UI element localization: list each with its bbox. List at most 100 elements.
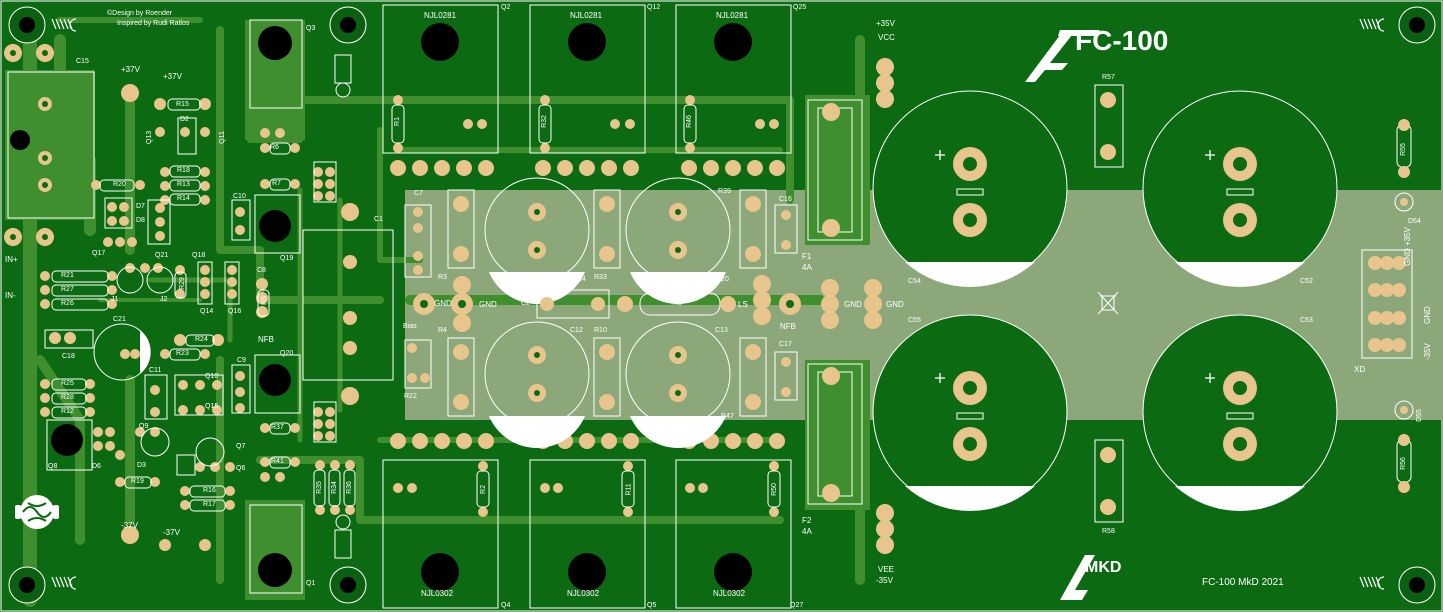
ref-r6: R6 [270,144,279,151]
mounting-holes [8,6,1436,604]
ref-d3: D3 [137,462,146,469]
medium-capacitors [484,177,731,449]
ref-r24: R24 [195,336,208,343]
ref-q27: Q27 [790,602,804,609]
ref-r37: R37 [271,424,284,431]
ref-c2: C2 [521,300,530,307]
ref-q16: Q16 [228,308,242,315]
alignment-marks [51,18,1385,590]
fc100-logo-text: FC-100 [1075,25,1168,56]
ref-r15: R15 [176,101,189,108]
vee-voltage: -35V [876,576,893,585]
ref-q9: Q9 [139,423,149,430]
ref-r58: R58 [1102,528,1115,535]
connector-label-gnd: GND [1423,306,1432,324]
footer-text: FC-100 MkD 2021 [1202,577,1284,588]
fuse-f2: F2 [802,516,812,525]
ref-q18: Q18 [192,252,206,259]
ref-r33: R33 [594,274,607,281]
bias-label: Bias [403,323,417,330]
weee-bin-icon [1097,291,1119,315]
c15-outline [7,71,95,219]
ref-q10: Q10 [205,373,219,380]
ref-r19: R19 [131,478,144,485]
input-plus-label: IN+ [5,255,18,264]
connector-id: XD [1354,365,1366,374]
ref-r27: R27 [61,286,74,293]
mkd-logo [1060,555,1095,600]
ref-q8: Q8 [48,463,58,470]
ref-c10: C10 [233,193,246,200]
ref-j2: J2 [160,296,168,303]
gnd-label-2: GND [479,300,497,309]
ref-d54: D54 [1408,218,1421,225]
ref-r47: R47 [721,413,734,420]
ref-c16: C16 [779,196,792,203]
fuse-f1-rating: 4A [802,263,812,272]
ref-q19: Q19 [280,255,294,262]
ref-c53: C53 [1300,317,1313,324]
mounting-hole-top-left [8,6,46,44]
ref-r10: R10 [594,327,607,334]
credit-line-1: ©Design by Roender [107,10,173,17]
ref-c13: C13 [715,327,728,334]
mounting-hole-bottom-left [8,566,46,604]
ref-q14: Q14 [200,308,214,315]
connector-label-gnd-35: GND +35V [1403,227,1412,266]
ref-r4: R4 [438,327,447,334]
q3-package [249,19,303,109]
reservoir-plus-marks [935,150,1215,383]
ref-r18: R18 [177,167,190,174]
ref-q11: Q11 [218,131,226,144]
ref-r39: R39 [718,188,731,195]
small-resistor-outlines [44,98,798,512]
copper-pours [5,20,870,600]
ref-r21: R21 [61,272,74,279]
reservoir-capacitors [872,90,1338,511]
gnd-label-4: GND [886,300,904,309]
ref-d6: D6 [92,463,101,470]
connector-label-neg35: -35V [1423,343,1432,360]
ref-d55: D55 [1415,409,1423,422]
ref-d7: D7 [136,203,145,210]
ref-c18: C18 [62,353,75,360]
ref-q20: Q20 [280,350,294,357]
ref-q2: Q2 [501,4,511,11]
ref-r35: R35 [315,481,323,494]
ref-c8: C8 [257,267,266,274]
ref-r20: R20 [113,181,126,188]
mkd-logo-text: MKD [1085,559,1121,576]
ref-q13: Q13 [146,130,154,145]
xd-connector-outline [1361,249,1413,359]
ref-q1: Q1 [306,580,316,587]
mounting-hole-bottom-mid-left [329,566,367,604]
fc100-logo [1025,30,1100,82]
q1-package [249,504,303,594]
ref-r28: R28 [61,394,74,401]
ref-d2: D2 [180,116,189,123]
ref-r57: R57 [1102,74,1115,81]
ref-q25: Q25 [793,4,807,11]
transistor-top-1: NJL0281 [424,11,457,20]
ref-r23: R23 [176,350,189,357]
ref-r8: R8 [673,300,682,307]
pos37-label-b: +37V [163,72,182,81]
ref-j1: J1 [111,296,119,303]
ref-r56: R56 [1399,457,1407,470]
ref-r22: R22 [404,393,417,400]
ref-r50: R50 [770,483,778,496]
ref-r5: R5 [260,296,268,305]
c14-outline [536,289,610,319]
gnd-label-3: GND [844,300,862,309]
ref-q7: Q7 [236,443,246,450]
neg37-label-b: -37V [163,528,180,537]
fuse-f2-rating: 4A [802,527,812,536]
ref-d8: D8 [136,217,145,224]
nfb-label-1: NFB [780,322,796,331]
ref-r12: R12 [61,408,74,415]
ref-r26: R26 [61,300,74,307]
emitter-resistor-blocks [447,189,767,417]
vee-name: VEE [878,565,895,574]
ref-r41: R41 [271,458,284,465]
